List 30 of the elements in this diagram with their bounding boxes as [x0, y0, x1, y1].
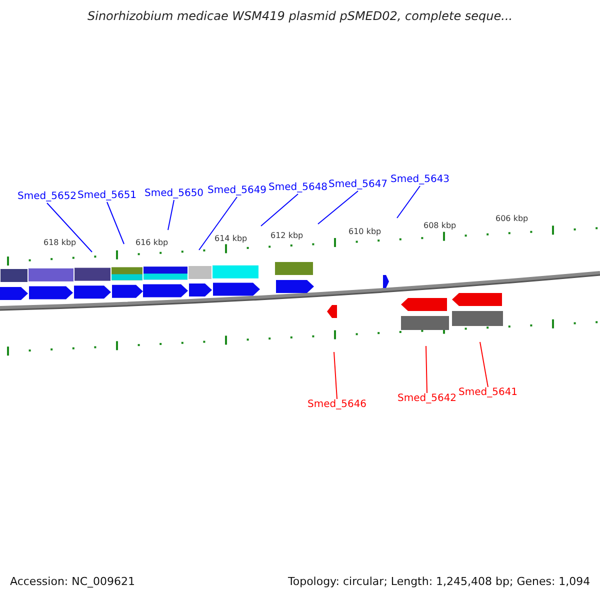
footer-text: Accession: NC_009621 — [10, 576, 136, 587]
tick-label: 614 kbp — [214, 235, 248, 243]
leader-line — [426, 346, 428, 394]
leader-line — [106, 202, 124, 244]
tick-label: 612 kbp — [270, 232, 304, 240]
gene-label: Smed_5651 — [78, 191, 137, 201]
leader-line — [198, 196, 238, 250]
gene-label: Smed_5649 — [208, 186, 267, 196]
gene-label: Smed_5648 — [268, 183, 328, 193]
leader-line — [480, 342, 488, 388]
tick-label: 616 kbp — [136, 239, 168, 247]
tick-label: 610 kbp — [348, 228, 382, 236]
leader-line — [318, 190, 358, 224]
gene-label: Smed_5641 — [458, 388, 518, 398]
tick-label: 618 kbp — [44, 239, 76, 247]
gene-label: Smed_5646 — [308, 400, 367, 410]
gene-label: Smed_5643 — [390, 175, 450, 185]
title: Sinorhizobium medicae WSM419 plasmid pSMED02, complete seque... — [88, 10, 513, 22]
gene-label: Smed_5642 — [398, 394, 457, 404]
tick-label: 606 kbp — [496, 215, 528, 223]
gene-label: Smed_5647 — [328, 180, 388, 190]
footer-text: Topology: circular; Length: 1,245,408 bp; Genes: 1,094 — [288, 576, 590, 587]
leader-line — [260, 194, 298, 226]
leader-line — [396, 186, 420, 218]
leader-line — [46, 202, 92, 252]
leader-line — [168, 200, 174, 230]
leader-line — [334, 352, 338, 400]
gene-label: Smed_5652 — [18, 192, 77, 202]
tick-label: 608 kbp — [424, 222, 456, 230]
gene-label: Smed_5650 — [144, 189, 204, 199]
